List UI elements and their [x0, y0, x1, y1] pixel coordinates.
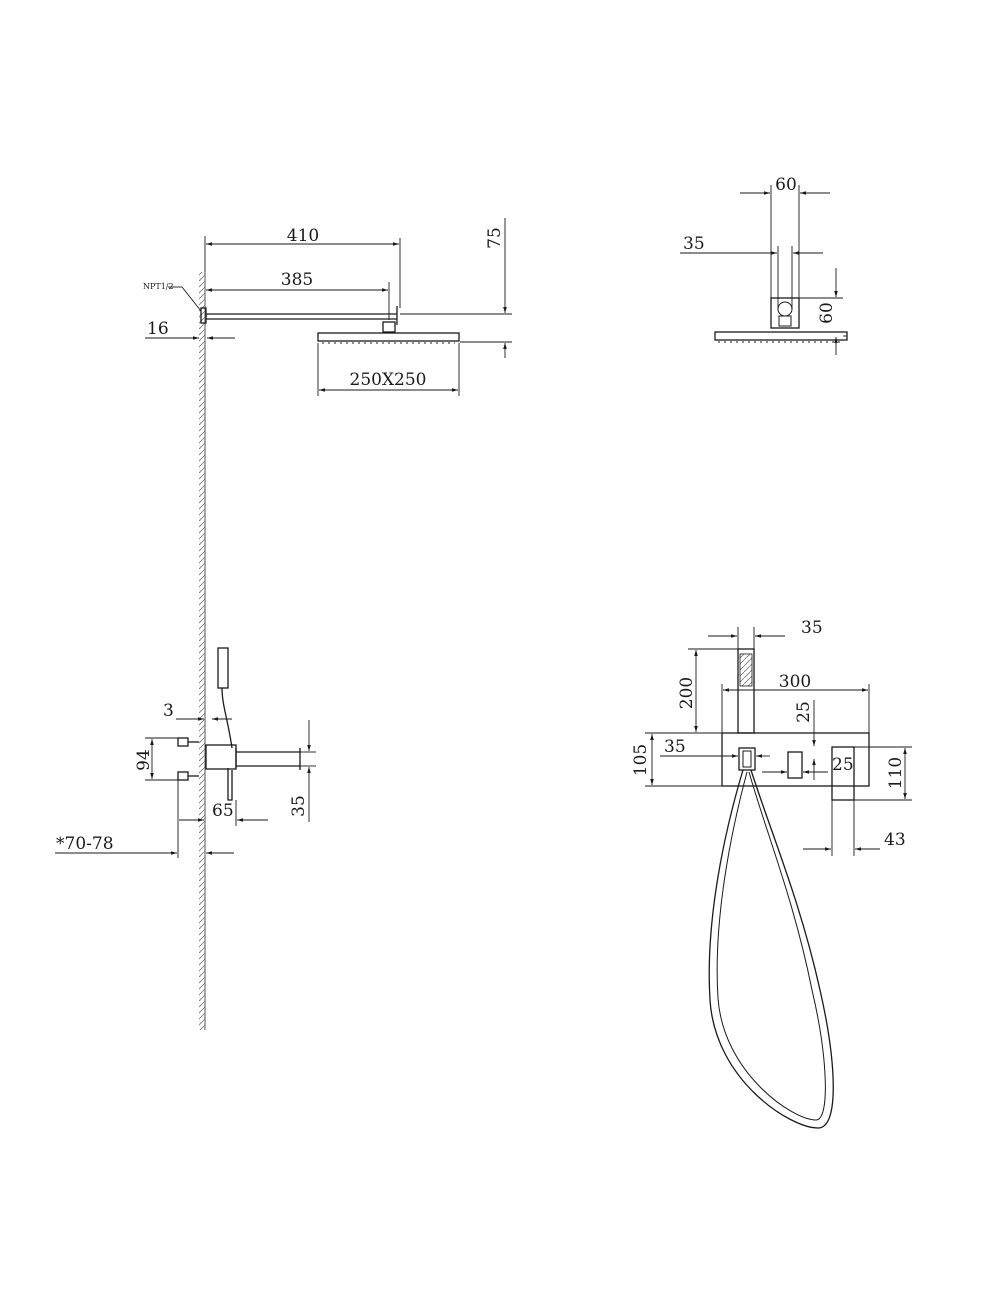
thread-label: NPT1/2	[143, 282, 174, 291]
dim-flange: 16	[147, 319, 169, 339]
dim-handset-width: 35	[801, 618, 823, 638]
rough-in-bottom	[177, 771, 189, 781]
rough-in-top	[177, 737, 189, 747]
front-view: 35 200 300 25 35 105 25 110	[631, 618, 912, 1129]
dim-lever-top: 25	[794, 701, 814, 723]
arm-detail-view: 60 35 60	[680, 175, 848, 355]
dim-hand-gap: 3	[163, 701, 174, 721]
hose-loop-inner	[716, 771, 826, 1121]
dim-plate-height: 105	[631, 744, 651, 776]
dim-detail-width-inner: 35	[683, 234, 705, 254]
handset-side	[217, 647, 229, 689]
head-plate-front	[714, 331, 848, 341]
hose-holder	[738, 747, 756, 771]
arm-block	[770, 297, 800, 329]
dim-handset-height: 200	[677, 677, 697, 709]
dim-head-offset: 75	[485, 227, 505, 249]
dim-arm-total: 410	[287, 226, 319, 246]
dim-detail-height: 60	[817, 302, 837, 324]
arm-port	[777, 301, 793, 317]
dim-head-size: 250X250	[350, 370, 427, 390]
shower-head	[317, 332, 460, 342]
dim-spout-height: 35	[289, 795, 309, 817]
dim-spout-reach: 65	[212, 801, 234, 821]
handset-spray-face	[739, 653, 753, 687]
hose-side	[221, 687, 233, 749]
side-view: 410 385 75 NPT1/2 16 250X250	[55, 218, 512, 1030]
diverter	[787, 751, 803, 779]
dim-plate-width: 300	[779, 672, 811, 692]
lever-front	[831, 746, 855, 801]
wall	[199, 272, 205, 1030]
dim-box-height: 110	[886, 757, 906, 789]
dim-detail-width-outer: 60	[775, 175, 797, 195]
valve-body-side	[205, 744, 237, 770]
dim-valve-height: 94	[134, 749, 154, 771]
dim-lever-offset: 25	[832, 755, 854, 775]
wall-plate-front	[721, 732, 870, 787]
dim-holder-width: 35	[664, 737, 686, 757]
dim-wall-depth: *70-78	[56, 834, 114, 854]
head-connector	[382, 321, 396, 333]
dim-lever-width: 43	[884, 830, 906, 850]
wall-flange	[200, 307, 207, 324]
lever-side	[227, 768, 233, 801]
dim-arm-length: 385	[281, 270, 313, 290]
hose-loop-outer	[708, 769, 834, 1129]
